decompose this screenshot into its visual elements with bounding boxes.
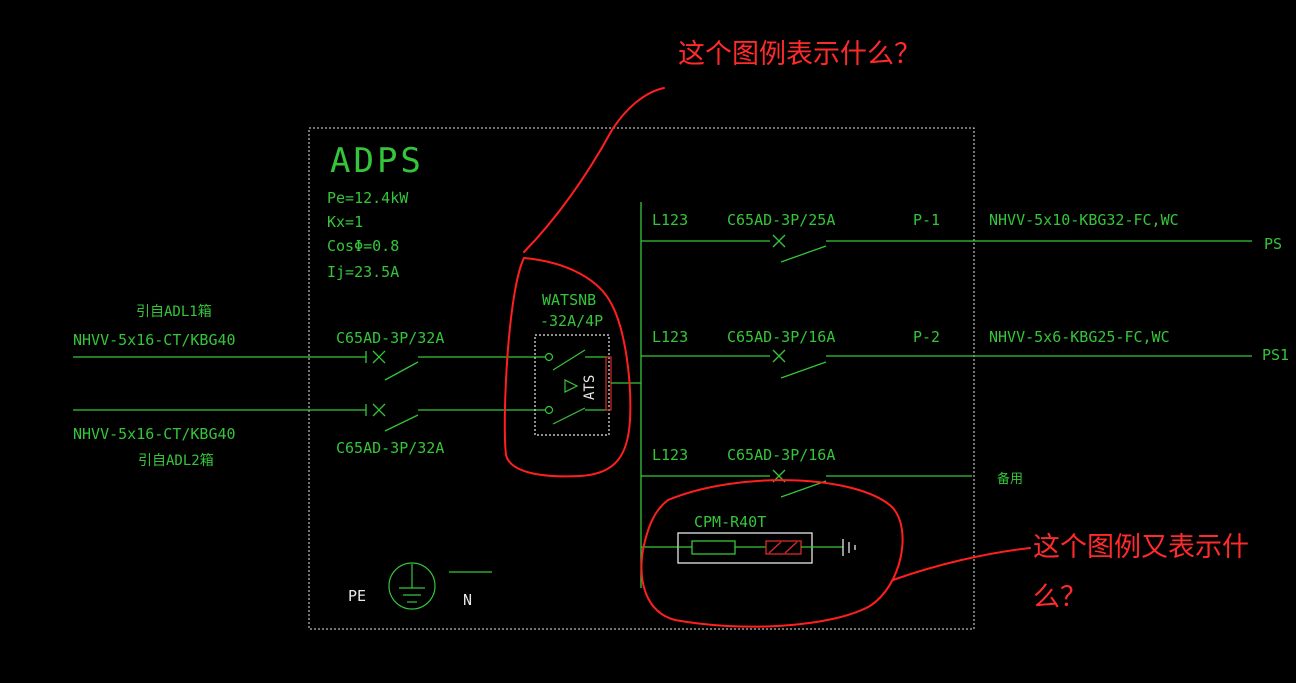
ats-model: WATSNB	[542, 291, 596, 309]
circuit2-line	[641, 349, 1252, 379]
ground-icon	[388, 562, 436, 610]
feed1-line	[73, 350, 545, 381]
param-kx: Kx=1	[327, 213, 363, 231]
circuit3-phase: L123	[652, 446, 688, 464]
circuit2-breaker: C65AD-3P/16A	[727, 328, 835, 346]
circuit2-id: P-2	[913, 328, 940, 346]
param-cos: CosΦ=0.8	[327, 237, 399, 255]
pointer-line-1	[523, 87, 665, 253]
annotation-question-1: 这个图例表示什么？	[678, 39, 921, 70]
circuit1-phase: L123	[652, 211, 688, 229]
circuit3-dest: 备用	[997, 471, 1023, 487]
n-label: N	[463, 591, 472, 609]
circuit1-line	[641, 234, 1252, 263]
circuit3-breaker: C65AD-3P/16A	[727, 446, 835, 464]
ats-label: ATS	[582, 375, 598, 400]
spd-symbol	[641, 532, 856, 564]
circuit1-cable: NHVV-5x10-KBG32-FC,WC	[989, 211, 1179, 229]
circuit2-dest: PS1	[1262, 346, 1289, 364]
circuit1-dest: PS	[1264, 235, 1282, 253]
feed1-breaker: C65AD-3P/32A	[336, 329, 444, 347]
spd-model: CPM-R40T	[694, 513, 766, 531]
ats-rating: -32A/4P	[540, 312, 603, 330]
circuit2-cable: NHVV-5x6-KBG25-FC,WC	[989, 328, 1170, 346]
pe-label: PE	[348, 587, 366, 605]
circuit2-phase: L123	[652, 328, 688, 346]
panel-name: ADPS	[330, 141, 424, 181]
feed1-title: 引自ADL1箱	[136, 304, 212, 320]
panel-frame	[308, 127, 975, 630]
annotation-question-2-line2: 么？	[1033, 582, 1087, 613]
pointer-line-2	[892, 547, 1031, 581]
feed1-cable: NHVV-5x16-CT/KBG40	[73, 331, 236, 349]
ats-symbol	[534, 334, 610, 436]
annotation-question-2-line1: 这个图例又表示什	[1033, 532, 1249, 563]
circuit1-id: P-1	[913, 211, 940, 229]
feed2-line	[73, 403, 545, 432]
feed2-breaker: C65AD-3P/32A	[336, 439, 444, 457]
circuit1-breaker: C65AD-3P/25A	[727, 211, 835, 229]
feed2-cable: NHVV-5x16-CT/KBG40	[73, 425, 236, 443]
feed2-title: 引自ADL2箱	[138, 453, 214, 469]
param-pe: Pe=12.4kW	[327, 189, 409, 207]
param-ij: Ij=23.5A	[327, 263, 399, 281]
ats-circle-mark	[503, 257, 632, 478]
annotation-marks	[503, 87, 1031, 628]
spd-circle-mark	[640, 479, 904, 628]
